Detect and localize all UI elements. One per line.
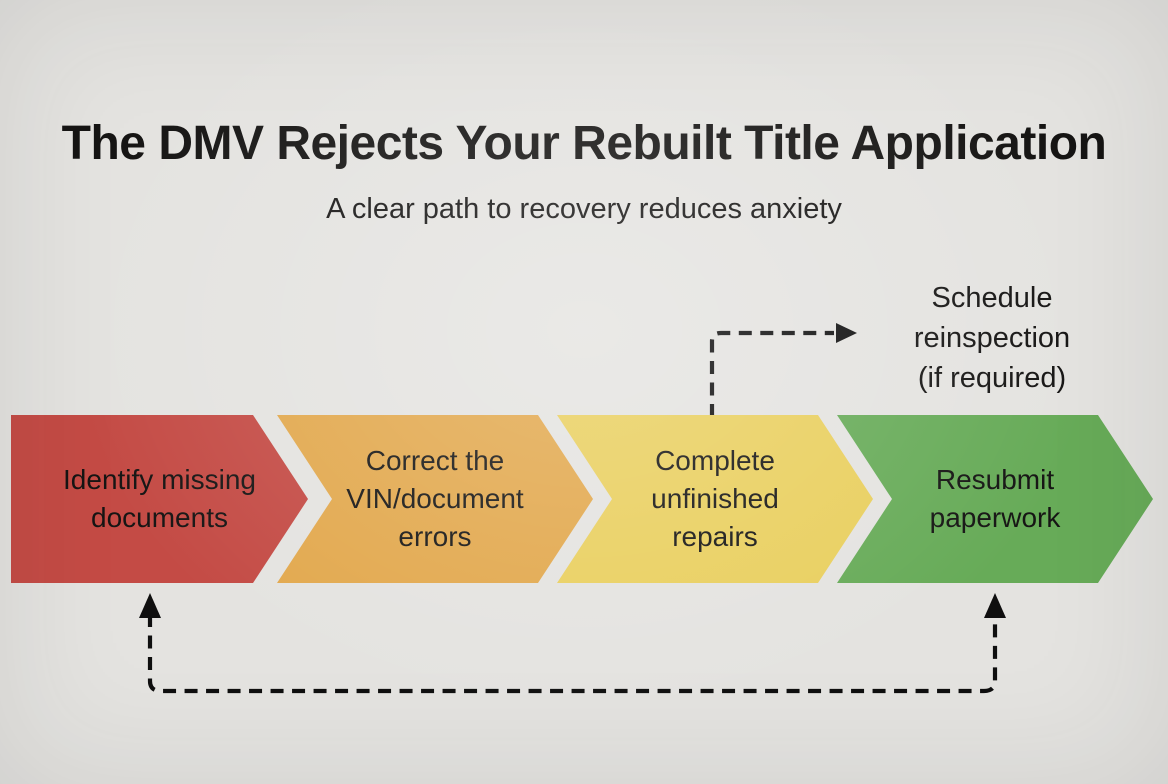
reinspection-arrow-line: [709, 330, 834, 417]
page-subtitle: A clear path to recovery reduces anxiety: [326, 193, 842, 225]
step-label: Resubmit paperwork: [929, 464, 1061, 533]
page-title: The DMV Rejects Your Rebuilt Title Appli…: [61, 117, 1107, 170]
reinspection-annotation: Schedule reinspection (if required): [913, 282, 1071, 394]
step-identify-missing-documents: Identify missing documents: [11, 415, 308, 583]
retry-loop-arrow: [139, 593, 1006, 694]
step-complete-unfinished-repairs: Complete unfinished repairs: [557, 415, 873, 583]
step-label: Complete unfinished repairs: [651, 445, 779, 552]
step-label: Correct the VIN/document errors: [346, 445, 524, 552]
retry-loop-right-arrowhead-icon: [984, 593, 1006, 618]
step-correct-vin-document-errors: Correct the VIN/document errors: [277, 415, 593, 583]
step-resubmit-paperwork: Resubmit paperwork: [837, 415, 1153, 583]
retry-loop-left-arrowhead-icon: [139, 593, 161, 618]
retry-loop-line: [147, 614, 998, 694]
step-label: Identify missing documents: [63, 464, 256, 533]
reinspection-arrow: [709, 323, 857, 417]
